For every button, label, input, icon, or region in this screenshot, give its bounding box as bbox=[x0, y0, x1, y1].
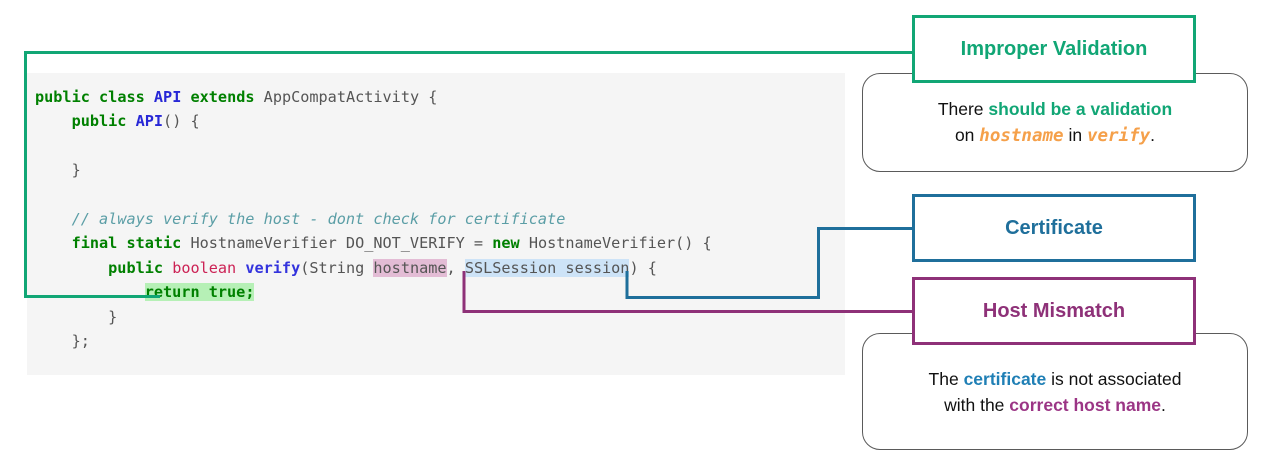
text-period-1: . bbox=[1150, 125, 1156, 145]
code-keyword-public-verify: public bbox=[108, 258, 164, 277]
code-param-string: (String bbox=[300, 258, 374, 277]
code-keyword-static: static bbox=[126, 234, 182, 253]
code-verify-tail: ) { bbox=[629, 258, 657, 277]
code-type-api: API bbox=[153, 88, 182, 106]
callout-body-improper-validation: There should be a validation on hostname… bbox=[862, 73, 1248, 172]
text-period-2: . bbox=[1161, 394, 1166, 415]
code-listing: public class API extends AppCompatActivi… bbox=[35, 85, 712, 353]
code-keyword-class: class bbox=[99, 88, 145, 106]
callout-title-improper-validation: Improper Validation bbox=[960, 37, 1148, 60]
code-return-indent bbox=[35, 283, 145, 301]
code-keyword-extends: extends bbox=[190, 88, 255, 106]
code-ctor-parens: () { bbox=[163, 112, 200, 131]
callout-header-improper-validation[interactable]: Improper Validation bbox=[912, 15, 1196, 83]
code-keyword-final: final bbox=[71, 234, 118, 253]
text-the: The bbox=[928, 368, 964, 389]
text-certificate: certificate bbox=[963, 368, 1047, 389]
code-ident-appcompatactivity: AppCompatActivity { bbox=[263, 88, 438, 106]
code-highlight-hostname: hostname bbox=[373, 258, 447, 277]
text-verify: verify bbox=[1086, 126, 1151, 146]
code-keyword-public-ctor: public bbox=[71, 112, 127, 131]
text-on: on bbox=[954, 125, 980, 145]
code-method-verify: verify bbox=[245, 258, 301, 277]
text-hostname: hostname bbox=[979, 126, 1064, 146]
code-keyword-new: new bbox=[492, 234, 520, 253]
code-keyword-public: public bbox=[35, 88, 90, 106]
text-in: in bbox=[1063, 125, 1087, 145]
code-close-brace-ctor: } bbox=[35, 161, 81, 180]
code-block-panel: public class API extends AppCompatActivi… bbox=[27, 73, 845, 375]
code-close-brace-verify: } bbox=[35, 307, 118, 326]
code-type-boolean: boolean bbox=[172, 258, 237, 277]
code-param-comma: , bbox=[446, 258, 465, 277]
callout-body-host-mismatch: The certificate is not associated with t… bbox=[862, 333, 1248, 450]
code-decl-hostnameverifier: HostnameVerifier DO_NOT_VERIFY = bbox=[190, 234, 493, 253]
text-is-not-associated: is not associated bbox=[1046, 368, 1182, 389]
text-correct-host-name: correct host name bbox=[1009, 394, 1162, 415]
callout-header-certificate[interactable]: Certificate bbox=[912, 194, 1196, 262]
text-with-the: with the bbox=[944, 394, 1010, 415]
text-there: There bbox=[937, 99, 989, 119]
callout-line-1: There should be a validation bbox=[885, 96, 1225, 122]
callout-title-certificate: Certificate bbox=[1005, 216, 1103, 239]
code-highlight-return-true: return true; bbox=[144, 283, 255, 302]
code-close-brace-anon: }; bbox=[35, 332, 90, 351]
callout-line-2: on hostname in verify. bbox=[885, 122, 1225, 149]
text-should-be-a-validation: should be a validation bbox=[988, 99, 1173, 119]
code-comment: // always verify the host - dont check f… bbox=[71, 210, 566, 229]
callout-line-3: The certificate is not associated bbox=[885, 366, 1225, 392]
code-type-api-ctor: API bbox=[135, 112, 164, 131]
code-highlight-sslsession: SSLSession session bbox=[464, 258, 630, 277]
callout-header-host-mismatch[interactable]: Host Mismatch bbox=[912, 277, 1196, 345]
callout-line-4: with the correct host name. bbox=[885, 392, 1225, 418]
code-anon-class-open: HostnameVerifier() { bbox=[519, 234, 712, 253]
callout-title-host-mismatch: Host Mismatch bbox=[982, 299, 1126, 322]
